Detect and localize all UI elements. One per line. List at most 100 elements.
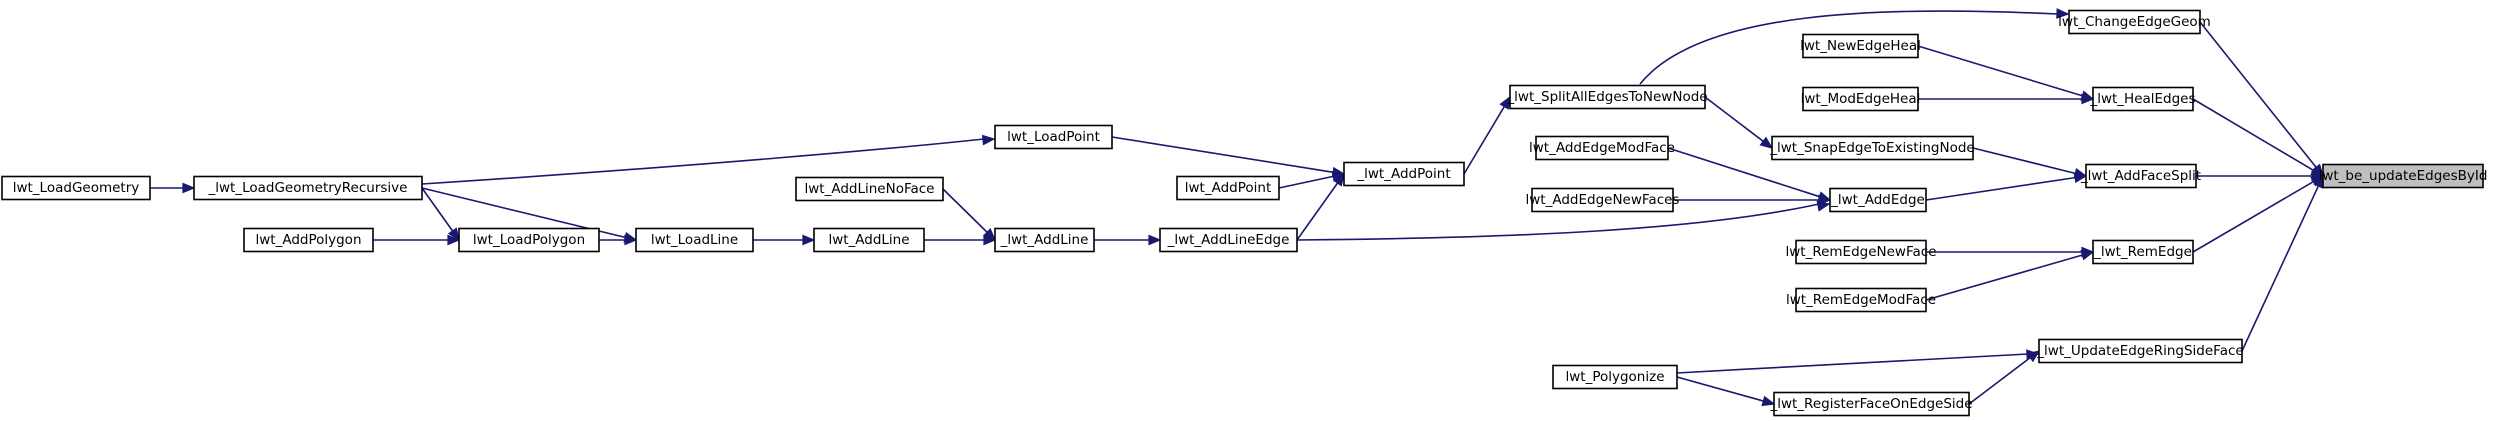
edge-line xyxy=(2192,180,2315,253)
node-box xyxy=(243,227,374,253)
node-changeEdgeGeom[interactable]: lwt_ChangeEdgeGeom xyxy=(2058,9,2211,35)
node-label: _lwt_SplitAllEdgesToNewNode xyxy=(1506,89,1707,105)
edge-line xyxy=(1704,96,1765,143)
node-label: lwt_LoadLine xyxy=(651,232,738,248)
node-label: lwt_AddLineNoFace xyxy=(805,181,935,197)
node-label: lwt_Polygonize xyxy=(1565,369,1664,385)
node-root[interactable]: lwt_be_updateEdgesById xyxy=(2319,163,2488,189)
node-loadLine[interactable]: lwt_LoadLine xyxy=(635,227,754,253)
arrowhead-icon xyxy=(1761,395,1776,407)
node-label: _lwt_RemEdge xyxy=(2093,244,2192,260)
node-healEdges[interactable]: _lwt_HealEdges xyxy=(2089,86,2196,112)
node-box xyxy=(1829,187,1927,213)
node-addLineNoFace[interactable]: lwt_AddLineNoFace xyxy=(795,176,944,202)
edge-addPointInt-to-splitAll xyxy=(1463,95,1511,175)
node-box xyxy=(635,227,754,253)
node-splitAll[interactable]: _lwt_SplitAllEdgesToNewNode xyxy=(1506,84,1708,110)
edge-line xyxy=(1463,105,1506,175)
edge-splitAll-to-changeEdgeGeom xyxy=(1639,8,2070,85)
edge-polygonize-to-registerFace xyxy=(1676,376,1776,407)
node-addLineInt[interactable]: _lwt_AddLine xyxy=(994,227,1095,253)
edge-line xyxy=(1972,147,2077,175)
node-modEdgeHeal[interactable]: lwt_ModEdgeHeal xyxy=(1801,86,1921,112)
edge-line xyxy=(1968,356,2032,405)
node-label: _lwt_AddPoint xyxy=(1356,166,1450,182)
node-box xyxy=(2068,9,2201,35)
node-addLineEdge[interactable]: _lwt_AddLineEdge xyxy=(1159,227,1298,253)
node-addPoint[interactable]: lwt_AddPoint xyxy=(1176,175,1280,201)
node-loadGeometry[interactable]: lwt_LoadGeometry xyxy=(1,175,151,201)
node-addFaceSplit[interactable]: _lwt_AddFaceSplit xyxy=(2080,163,2201,189)
node-box xyxy=(1773,391,1970,417)
node-addEdgeModFace[interactable]: lwt_AddEdgeModFace xyxy=(1529,135,1675,161)
node-box xyxy=(1795,239,1927,265)
node-loadPoint[interactable]: lwt_LoadPoint xyxy=(994,124,1113,150)
root-node-box xyxy=(2322,163,2484,189)
edges-layer xyxy=(150,8,2325,407)
node-newEdgeHeal[interactable]: lwt_NewEdgeHeal xyxy=(1800,33,1921,59)
node-addEdge[interactable]: _lwt_AddEdge xyxy=(1829,187,1927,213)
node-box xyxy=(994,124,1113,150)
edge-addEdgeNewFaces-to-addEdge xyxy=(1673,194,1832,206)
node-box xyxy=(1176,175,1280,201)
edge-line xyxy=(2199,21,2318,169)
node-remEdgeModFace[interactable]: lwt_RemEdgeModFace xyxy=(1786,287,1936,313)
edge-healEdges-to-root xyxy=(2192,98,2325,177)
edge-addLineEdge-to-addPointInt xyxy=(1296,172,1345,241)
node-addEdgeNewFaces[interactable]: lwt_AddEdgeNewFaces xyxy=(1526,187,1680,213)
edge-changeEdgeGeom-to-root xyxy=(2199,21,2324,178)
node-label: lwt_AddPolygon xyxy=(255,232,361,248)
edge-addLineEdge-to-addEdge xyxy=(1296,201,1831,241)
node-polygonize[interactable]: lwt_Polygonize xyxy=(1552,364,1678,390)
edge-addLineNoFace-to-addLineInt xyxy=(942,188,997,242)
node-box xyxy=(994,227,1095,253)
node-registerFace[interactable]: _lwt_RegisterFaceOnEdgeSide xyxy=(1769,391,1973,417)
node-box xyxy=(1802,86,1919,112)
node-box xyxy=(1802,33,1919,59)
arrowhead-icon xyxy=(1499,95,1511,110)
node-label: lwt_AddPoint xyxy=(1185,180,1272,196)
node-box xyxy=(1531,187,1674,213)
node-remEdgeNewFace[interactable]: lwt_RemEdgeNewFace xyxy=(1785,239,1937,265)
arrowhead-icon xyxy=(447,234,461,246)
node-label: _lwt_LoadGeometryRecursive xyxy=(208,180,408,196)
node-addPointInt[interactable]: _lwt_AddPoint xyxy=(1343,161,1465,187)
edge-line xyxy=(1925,253,2084,301)
arrowhead-icon xyxy=(1759,136,1774,149)
node-snapEdge[interactable]: _lwt_SnapEdgeToExistingNode xyxy=(1769,135,1975,161)
edge-loadGeomRec-to-loadPolygon xyxy=(421,187,460,242)
node-box xyxy=(1,175,151,201)
edge-line xyxy=(2241,184,2320,352)
node-remEdge[interactable]: _lwt_RemEdge xyxy=(2092,239,2194,265)
edge-loadLine-to-addLine xyxy=(753,234,816,246)
node-label: _lwt_RegisterFaceOnEdgeSide xyxy=(1769,396,1972,412)
edge-line xyxy=(1676,376,1765,403)
edge-line xyxy=(1278,175,1335,189)
node-label: _lwt_SnapEdgeToExistingNode xyxy=(1769,140,1974,156)
arrowhead-icon xyxy=(182,182,196,194)
node-label: lwt_LoadGeometry xyxy=(13,180,140,196)
node-label: _lwt_AddFaceSplit xyxy=(2080,168,2201,184)
arrowhead-icon xyxy=(2026,349,2040,361)
node-label: _lwt_AddLineEdge xyxy=(1167,232,1290,248)
edge-remEdgeModFace-to-remEdge xyxy=(1925,250,2095,301)
node-label: _lwt_UpdateEdgeRingSideFace xyxy=(2036,343,2243,359)
arrowhead-icon xyxy=(623,232,638,243)
node-loadPolygon[interactable]: lwt_LoadPolygon xyxy=(458,227,600,253)
node-loadGeomRec[interactable]: _lwt_LoadGeometryRecursive xyxy=(193,175,423,201)
edge-addLine-to-addLineInt xyxy=(924,234,997,246)
node-addPolygon[interactable]: lwt_AddPolygon xyxy=(243,227,374,253)
node-addLine[interactable]: lwt_AddLine xyxy=(813,227,925,253)
node-label: lwt_NewEdgeHeal xyxy=(1800,38,1921,54)
edge-line xyxy=(2192,98,2315,172)
node-label: lwt_LoadPoint xyxy=(1007,129,1100,145)
node-box xyxy=(193,175,423,201)
node-label: lwt_AddEdgeModFace xyxy=(1529,140,1675,156)
node-label: lwt_AddLine xyxy=(828,232,909,248)
edge-line xyxy=(1296,203,1820,241)
node-updateEdgeRing[interactable]: _lwt_UpdateEdgeRingSideFace xyxy=(2036,338,2244,364)
edge-loadGeometry-to-loadGeomRec xyxy=(150,182,196,194)
node-box xyxy=(1535,135,1669,161)
node-label: lwt_be_updateEdgesById xyxy=(2319,168,2488,184)
node-label: lwt_ModEdgeHeal xyxy=(1801,91,1921,107)
